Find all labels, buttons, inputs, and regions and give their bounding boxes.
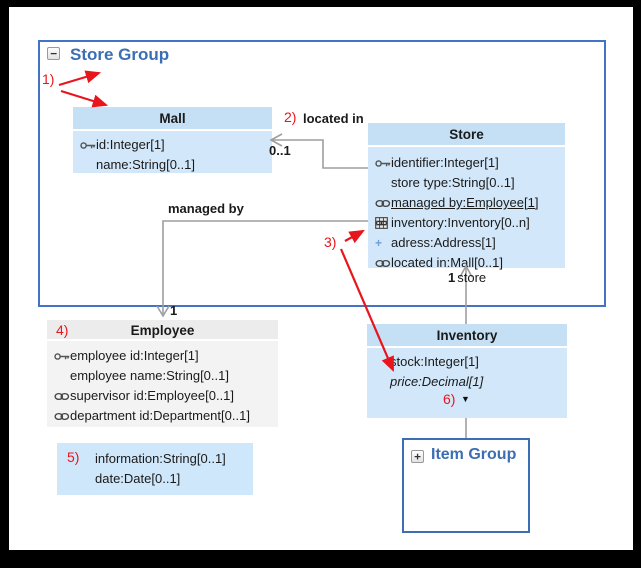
attribute-row[interactable]: employee id:Integer[1] <box>47 346 278 366</box>
key-icon <box>47 352 70 361</box>
class-store[interactable]: Store identifier:Integer[1] store type:S… <box>368 123 565 270</box>
attribute-text: employee name:String[0..1] <box>70 368 229 383</box>
chain-icon <box>47 412 70 421</box>
attribute-text: managed by:Employee[1] <box>391 195 539 210</box>
edge-multiplicity: 1 <box>448 270 456 285</box>
annotation-4: 4) <box>56 322 69 338</box>
store-group-title[interactable]: Store Group <box>70 45 170 64</box>
attribute-row[interactable]: name:String[0..1] <box>73 155 272 175</box>
edge-label-managed-by: managed by <box>168 201 244 216</box>
attribute-text: inventory:Inventory[0..n] <box>391 215 530 230</box>
attribute-row[interactable]: + adress:Address[1] <box>368 233 565 253</box>
attribute-text: supervisor id:Employee[0..1] <box>70 388 235 403</box>
annotation-5: 5) <box>67 449 80 465</box>
edge-multiplicity: 0..1 <box>269 143 291 158</box>
class-mall-title[interactable]: Mall <box>73 107 272 131</box>
attribute-text: price:Decimal[1] <box>390 374 484 389</box>
attribute-text: store type:String[0..1] <box>391 175 515 190</box>
attribute-row[interactable]: identifier:Integer[1] <box>368 153 565 173</box>
attribute-row[interactable]: id:Integer[1] <box>73 135 272 155</box>
edge-label-located-in: located in <box>303 111 364 126</box>
key-icon <box>73 141 96 150</box>
expand-toggle-icon[interactable]: + <box>411 450 424 463</box>
item-group-title[interactable]: Item Group <box>431 446 517 463</box>
attribute-row[interactable]: stock:Integer[1] <box>367 352 567 372</box>
attribute-row[interactable]: department id:Department[0..1] <box>47 406 278 426</box>
annotation-6: 6) <box>443 391 456 407</box>
class-store-title[interactable]: Store <box>368 123 565 147</box>
attribute-row[interactable]: price:Decimal[1] <box>367 372 567 392</box>
annotation-3: 3) <box>324 234 337 250</box>
attribute-text: information:String[0..1] <box>95 451 226 466</box>
expand-attributes-icon[interactable]: ▼ <box>461 394 470 404</box>
attribute-row[interactable]: store type:String[0..1] <box>368 173 565 193</box>
attribute-text: employee id:Integer[1] <box>70 348 199 363</box>
attribute-text: adress:Address[1] <box>391 235 496 250</box>
chain-icon <box>368 259 391 268</box>
annotation-1: 1) <box>42 71 55 87</box>
floating-attribute-box[interactable]: information:String[0..1] date:Date[0..1] <box>57 443 253 495</box>
attribute-text: name:String[0..1] <box>96 157 195 172</box>
class-employee-title[interactable]: Employee <box>47 320 278 341</box>
attribute-text: identifier:Integer[1] <box>391 155 499 170</box>
chain-icon <box>368 199 391 208</box>
attribute-text: date:Date[0..1] <box>95 471 181 486</box>
attribute-row[interactable]: employee name:String[0..1] <box>47 366 278 386</box>
class-mall[interactable]: Mall id:Integer[1] name:String[0..1] <box>73 107 272 173</box>
attribute-text: located in:Mall[0..1] <box>391 255 504 270</box>
table-chain-icon <box>368 217 391 229</box>
class-inventory[interactable]: Inventory stock:Integer[1] price:Decimal… <box>367 324 567 418</box>
class-employee[interactable]: Employee employee id:Integer[1] employee… <box>47 320 278 427</box>
key-icon <box>368 159 391 168</box>
edge-role: store <box>457 270 487 285</box>
edge-multiplicity: 1 <box>170 303 178 318</box>
attribute-row[interactable]: inventory:Inventory[0..n] <box>368 213 565 233</box>
plus-icon: + <box>375 236 383 250</box>
chain-icon <box>47 392 70 401</box>
class-inventory-title[interactable]: Inventory <box>367 324 567 348</box>
attribute-text: stock:Integer[1] <box>390 354 479 369</box>
attribute-text: department id:Department[0..1] <box>70 408 250 423</box>
attribute-row[interactable]: supervisor id:Employee[0..1] <box>47 386 278 406</box>
attribute-row[interactable]: managed by:Employee[1] <box>368 193 565 213</box>
attribute-text: id:Integer[1] <box>96 137 165 152</box>
annotation-2: 2) <box>284 109 297 125</box>
collapse-toggle-icon[interactable]: − <box>47 47 60 60</box>
